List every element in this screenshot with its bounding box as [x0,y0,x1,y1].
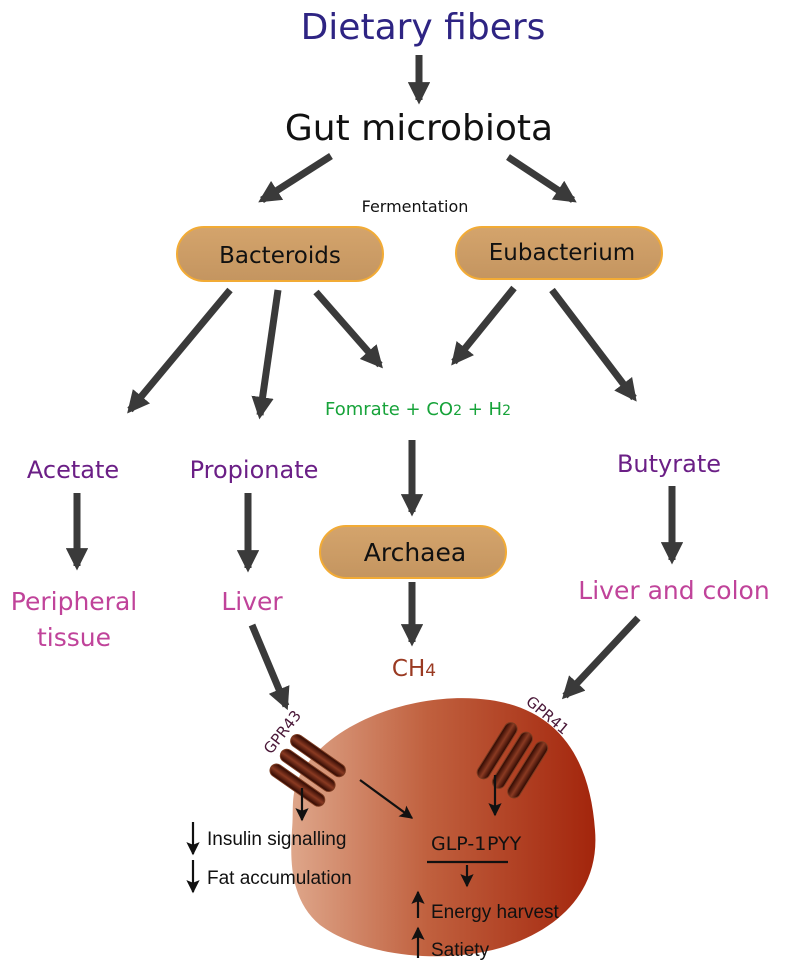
fermentation-label: Fermentation [362,197,469,216]
satiety-label: Satiety [431,940,490,961]
propionate-label: Propionate [190,456,319,484]
gases-label: Fomrate + CO2 + H2 [325,399,511,420]
peripheral-tissue-label-line2: tissue [37,623,111,652]
energy-harvest-label: Energy harvest [431,902,560,923]
archaea-label: Archaea [364,538,466,567]
fat-accumulation-label: Fat accumulation [207,868,352,889]
glp1-label: GLP-1 [431,833,486,855]
arrow-livercolon-to-gpr41 [561,615,641,700]
archaea-node [319,525,507,579]
arrow-eubacterium-to-gases [451,285,517,366]
liver-label: Liver [221,587,283,616]
arrow-gpr43-to-glp1 [359,779,414,819]
arrow-bacteroids-to-propionate [251,289,282,420]
arrow-liver-to-gpr43 [248,623,290,711]
bacteroids-label: Bacteroids [219,243,341,269]
eubacterium-node [455,226,663,280]
arrow-microbiota-to-bacteroids [258,153,333,203]
bacteroids-node [176,226,384,282]
peripheral-tissue-label-line1: Peripheral [11,587,137,616]
flow-arrows [65,55,684,711]
cell-body [291,698,596,957]
methane-label: CH4 [392,656,436,682]
liver-colon-label: Liver and colon [578,576,769,605]
gut-microbiota-label: Gut microbiota [285,108,553,149]
arrow-eubacterium-to-butyrate [549,287,637,402]
signal-arrows [186,775,508,958]
title-dietary-fibers: Dietary fibers [301,7,546,48]
arrow-bacteroids-to-gases [313,289,383,369]
pyy-label: PYY [487,833,522,855]
gpr43-receptor [269,734,346,807]
insulin-signalling-label: Insulin signalling [207,829,346,850]
acetate-label: Acetate [27,456,119,484]
butyrate-label: Butyrate [617,450,721,478]
arrow-microbiota-to-eubacterium [506,154,577,203]
arrow-bacteroids-to-acetate [127,287,233,414]
eubacterium-label: Eubacterium [489,240,635,266]
gpr41-receptor [476,722,549,799]
